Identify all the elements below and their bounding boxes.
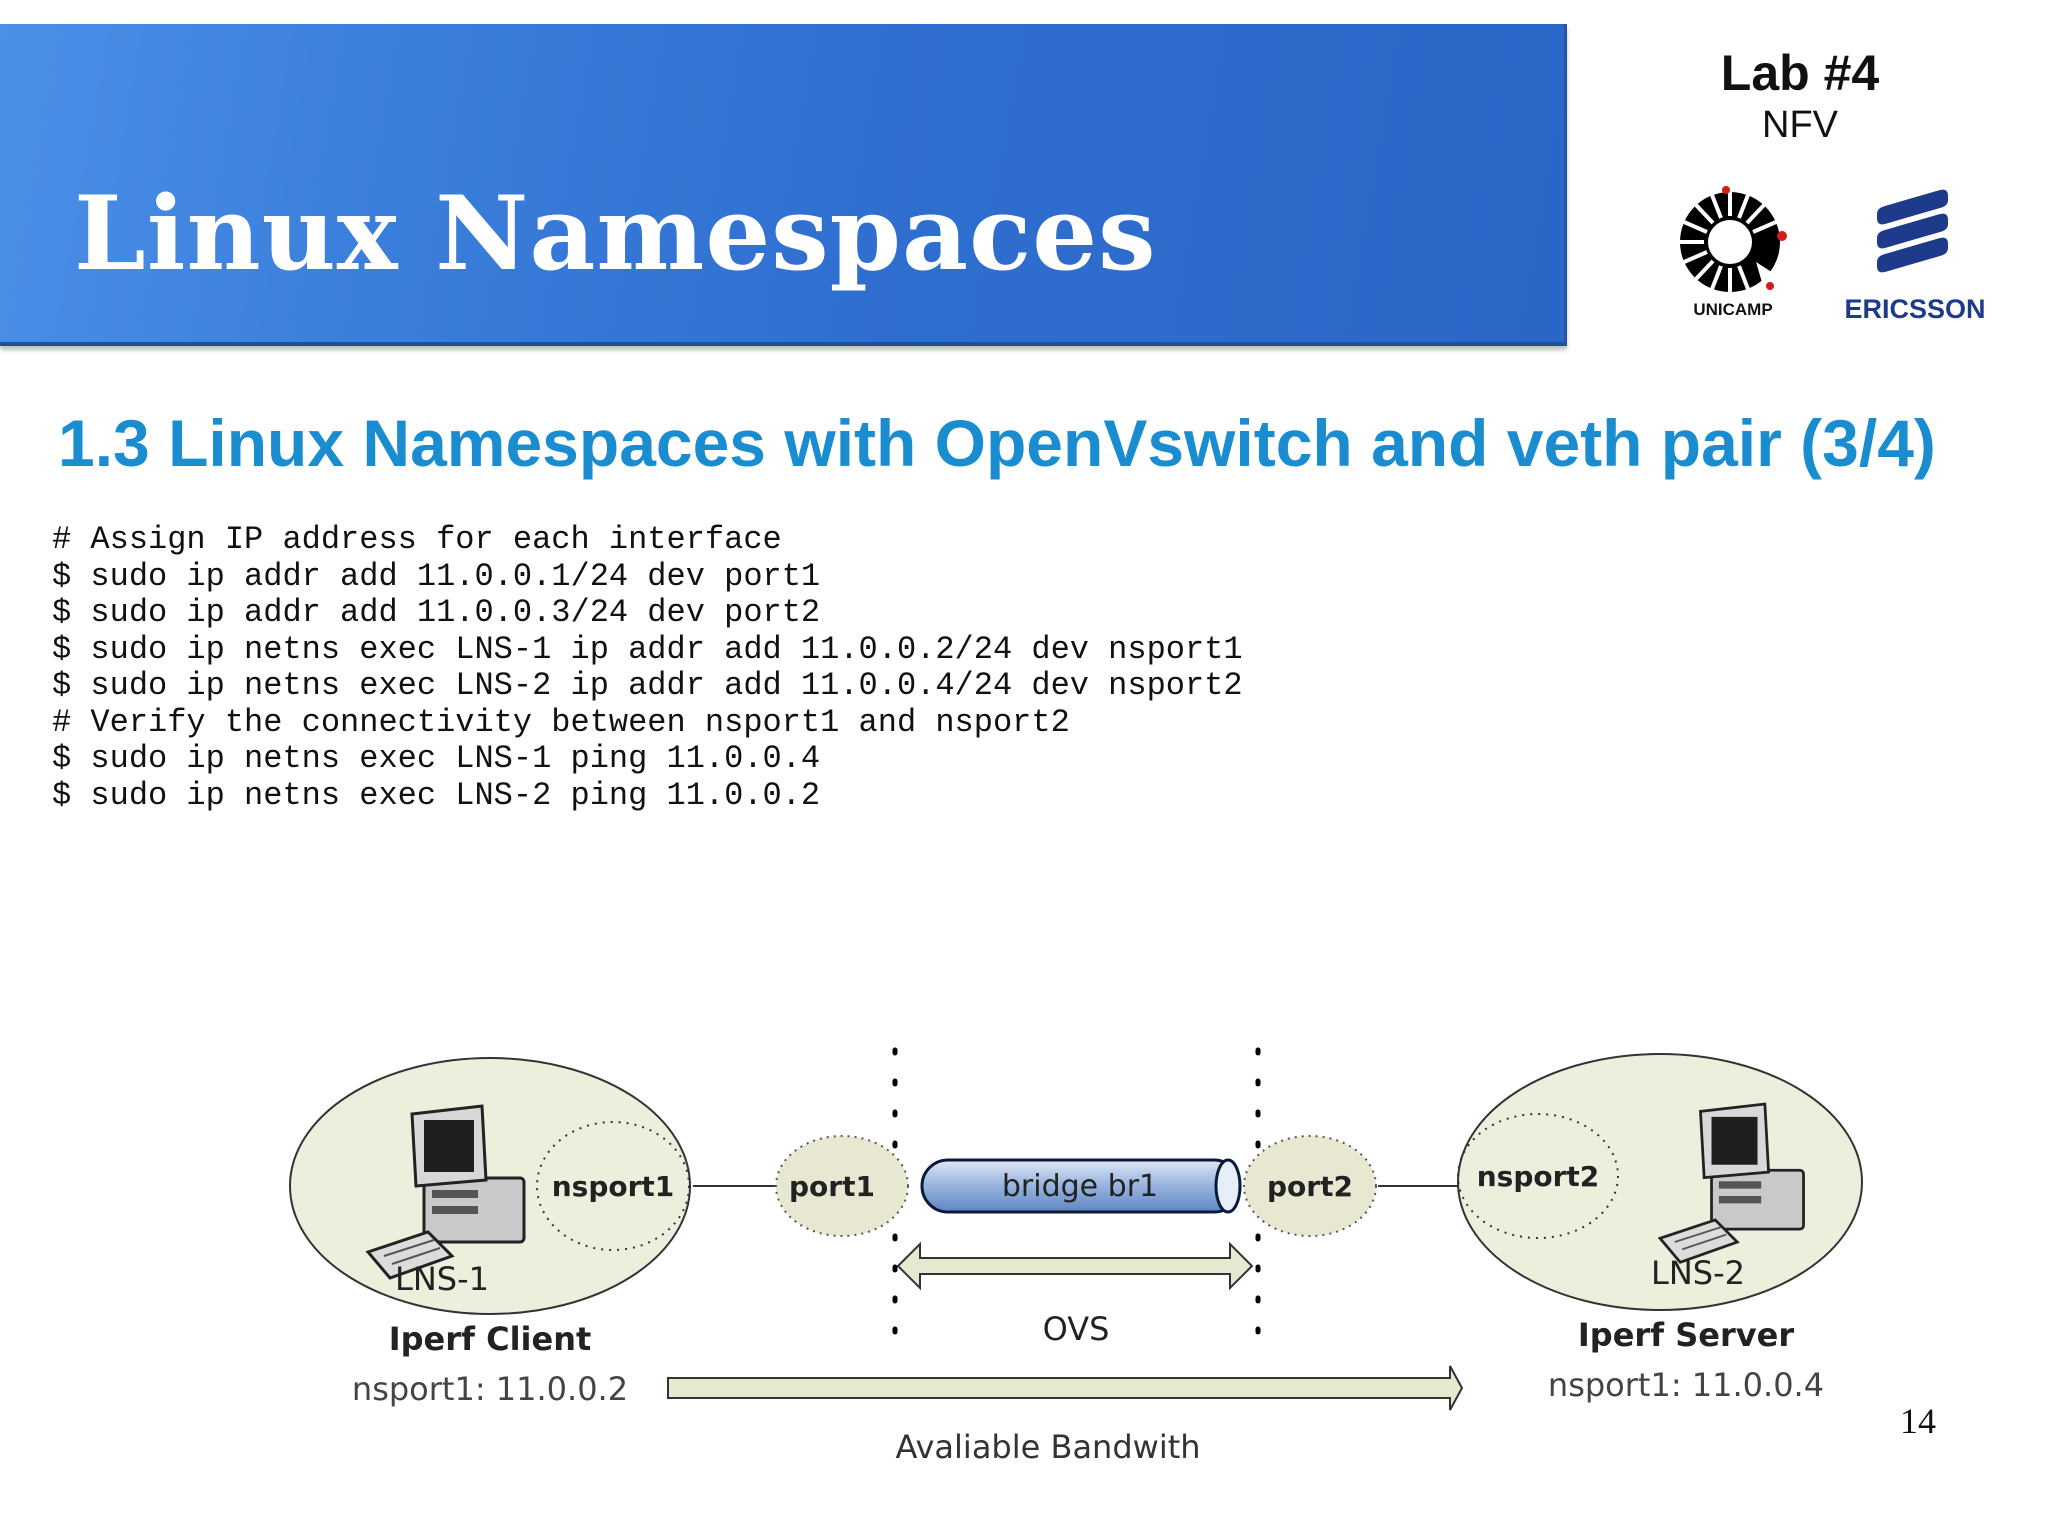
lab-title: Lab #4 — [1720, 45, 1880, 101]
bandwidth-arrow — [667, 1365, 1464, 1411]
lab-subtitle: NFV — [1762, 104, 1838, 146]
lab-label: Lab #4 NFV — [1640, 44, 1960, 147]
code-line: $ sudo ip addr add 11.0.0.1/24 dev port1 — [52, 557, 821, 595]
bridge-br1 — [920, 1158, 1242, 1214]
code-line: # Assign IP address for each interface — [52, 521, 782, 558]
server-addr-label: nsport1: 11.0.0.4 — [1548, 1366, 1824, 1404]
page-number: 14 — [1900, 1401, 1936, 1441]
server-role-label: Iperf Server — [1578, 1316, 1794, 1354]
ericsson-emblem-icon — [1877, 189, 1948, 273]
code-line: $ sudo ip netns exec LNS-1 ip addr add 1… — [52, 630, 1243, 668]
server-computer-icon — [1657, 1102, 1805, 1264]
nsport2-interface — [1457, 1113, 1619, 1239]
ovs-label: OVS — [1043, 1310, 1110, 1348]
network-diagram-svg: nsport1 LNS-1 Iperf Client nsport1: 11.0… — [289, 1047, 1863, 1466]
nsport2-label: nsport2 — [1477, 1160, 1600, 1193]
lns1-label: LNS-1 — [395, 1260, 489, 1298]
bridge-label: bridge br1 — [1002, 1169, 1158, 1204]
unicamp-emblem-icon — [1680, 186, 1787, 296]
code-line: $ sudo ip netns exec LNS-2 ping 11.0.0.2 — [52, 776, 821, 814]
nsport1-label: nsport1 — [552, 1170, 675, 1203]
code-line: $ sudo ip netns exec LNS-1 ping 11.0.0.4 — [52, 740, 821, 777]
client-computer-icon — [365, 1104, 526, 1280]
code-line: # Verify the connectivity between nsport… — [52, 703, 1070, 741]
unicamp-logo: UNICAMP — [1668, 186, 1798, 326]
code-line: $ sudo ip netns exec LNS-2 ip addr add 1… — [52, 667, 1243, 704]
port2-interface — [1243, 1135, 1377, 1237]
code-line: $ sudo ip addr add 11.0.0.3/24 dev port2 — [52, 594, 821, 631]
unicamp-logo-text: UNICAMP — [1693, 300, 1773, 319]
port1-interface — [775, 1135, 909, 1237]
code-block: # Assign IP address for each interface$ … — [52, 521, 1243, 814]
ovs-span-arrow — [896, 1241, 1254, 1291]
header-banner: Linux Namespaces — [0, 24, 1567, 346]
nsport1-interface — [536, 1121, 690, 1251]
ericsson-logo-text: ERICSSON — [1844, 294, 1986, 324]
client-addr-label: nsport1: 11.0.0.2 — [352, 1370, 628, 1408]
slide-title: 1.3 Linux Namespaces with OpenVswitch an… — [58, 406, 1936, 480]
ericsson-logo: ERICSSON — [1830, 186, 2000, 326]
bandwidth-label: Avaliable Bandwith — [895, 1428, 1200, 1466]
lns2-label: LNS-2 — [1651, 1254, 1745, 1292]
port2-label: port2 — [1267, 1170, 1353, 1203]
client-role-label: Iperf Client — [389, 1320, 592, 1358]
network-diagram: nsport1 LNS-1 Iperf Client nsport1: 11.0… — [270, 1040, 1890, 1480]
port1-label: port1 — [789, 1170, 875, 1203]
banner-title: Linux Namespaces — [74, 174, 1157, 294]
